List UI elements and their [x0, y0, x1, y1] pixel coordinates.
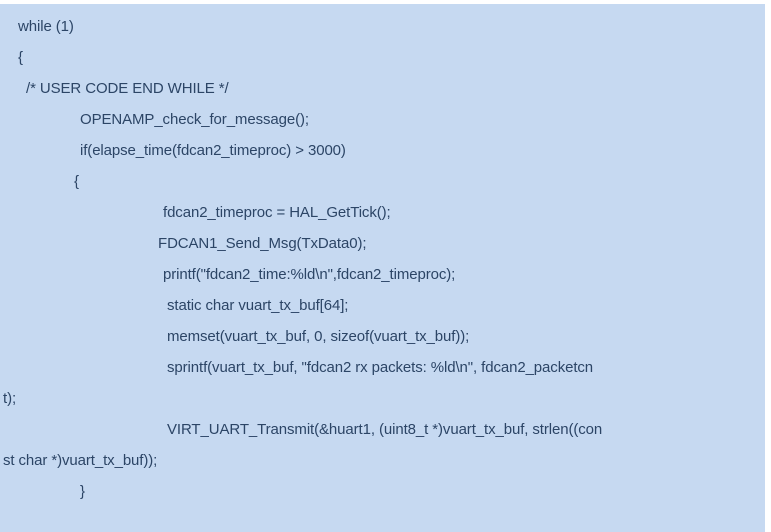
- code-line-if-elapse: if(elapse_time(fdcan2_timeproc) > 3000): [80, 142, 346, 159]
- code-line-send-msg: FDCAN1_Send_Msg(TxData0);: [158, 235, 367, 252]
- code-line-if-open-brace: {: [74, 173, 79, 190]
- code-line-sprintf: sprintf(vuart_tx_buf, "fdcan2 rx packets…: [167, 359, 594, 376]
- code-line-memset: memset(vuart_tx_buf, 0, sizeof(vuart_tx_…: [167, 328, 470, 345]
- code-line-comment: /* USER CODE END WHILE */: [26, 80, 229, 97]
- code-block: while (1) { /* USER CODE END WHILE */ OP…: [0, 4, 765, 532]
- code-line-sprintf-wrap: t);: [3, 390, 17, 407]
- code-line-while: while (1): [18, 18, 74, 35]
- code-line-openamp-check: OPENAMP_check_for_message();: [80, 111, 309, 128]
- code-line-virt-uart: VIRT_UART_Transmit(&huart1, (uint8_t *)v…: [167, 421, 603, 438]
- code-line-get-tick: fdcan2_timeproc = HAL_GetTick();: [163, 204, 391, 221]
- code-line-virt-uart-wrap: st char *)vuart_tx_buf));: [3, 452, 158, 469]
- code-line-close-brace: }: [80, 483, 85, 500]
- code-line-static-buf: static char vuart_tx_buf[64];: [167, 297, 349, 314]
- code-line-printf: printf("fdcan2_time:%ld\n",fdcan2_timepr…: [163, 266, 456, 283]
- code-line-open-brace: {: [18, 49, 23, 66]
